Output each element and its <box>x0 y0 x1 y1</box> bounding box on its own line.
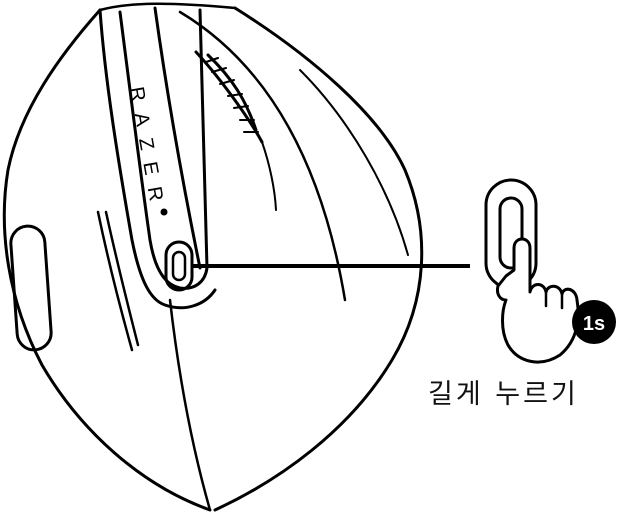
side-thumb-button <box>10 225 53 351</box>
scroll-wheel <box>196 52 276 210</box>
long-press-caption: 길게 누르기 <box>428 372 618 411</box>
duration-badge: 1s <box>572 300 616 344</box>
mouse-illustration: RAZER <box>4 4 421 510</box>
duration-badge-text: 1s <box>583 313 605 335</box>
brand-dot <box>161 209 168 216</box>
finger-press-icon <box>497 239 578 362</box>
brand-text: RAZER <box>125 85 169 215</box>
